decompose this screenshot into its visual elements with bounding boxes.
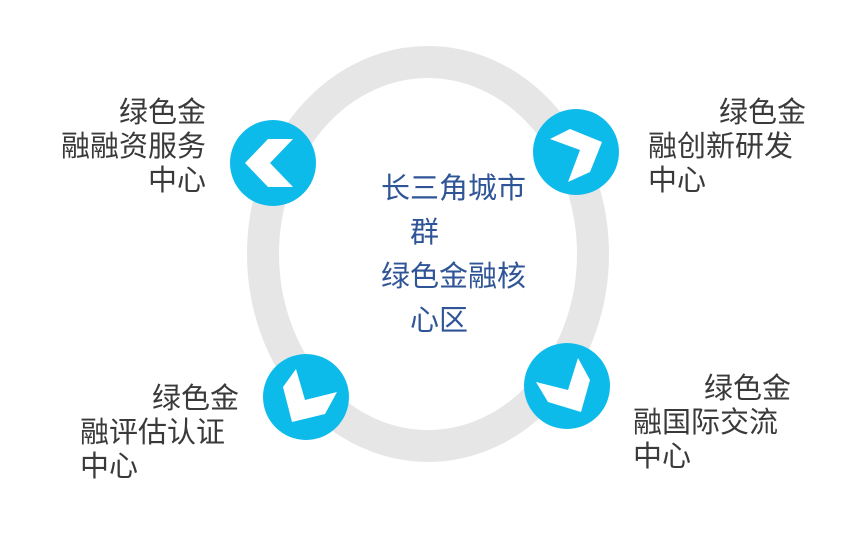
label-bottom-right-line: 中心 xyxy=(633,439,692,473)
label-top-left-line: 融融资服务 xyxy=(60,129,206,163)
label-top-right-line: 中心 xyxy=(648,163,707,197)
node-top-right xyxy=(533,109,619,195)
center-line: 长三角城市 xyxy=(381,171,527,205)
chevron-down-icon xyxy=(283,369,337,422)
node-bottom-left xyxy=(263,354,349,440)
chevron-right-icon xyxy=(550,129,602,182)
chevron-down-icon xyxy=(536,358,590,412)
label-bottom-left-line: 融评估认证 xyxy=(80,415,226,449)
label-bottom-right-line: 绿色金 xyxy=(703,371,791,405)
label-top-right-line: 融创新研发 xyxy=(648,129,794,163)
label-bottom-right-line: 融国际交流 xyxy=(633,405,779,439)
label-bottom-left-line: 绿色金 xyxy=(151,381,239,415)
chevron-left-icon xyxy=(245,139,293,187)
ring xyxy=(247,46,609,462)
center-line: 绿色金融核 xyxy=(381,259,527,293)
node-bottom-right xyxy=(524,343,610,429)
node-top-left xyxy=(230,120,316,206)
center-line: 心区 xyxy=(381,303,469,337)
label-top-left-line: 中心 xyxy=(147,163,206,197)
label-top-right-line: 绿色金 xyxy=(718,95,806,129)
center-line: 群 xyxy=(381,215,440,249)
label-top-left-line: 绿色金 xyxy=(118,95,206,129)
label-bottom-left-line: 中心 xyxy=(80,449,139,483)
